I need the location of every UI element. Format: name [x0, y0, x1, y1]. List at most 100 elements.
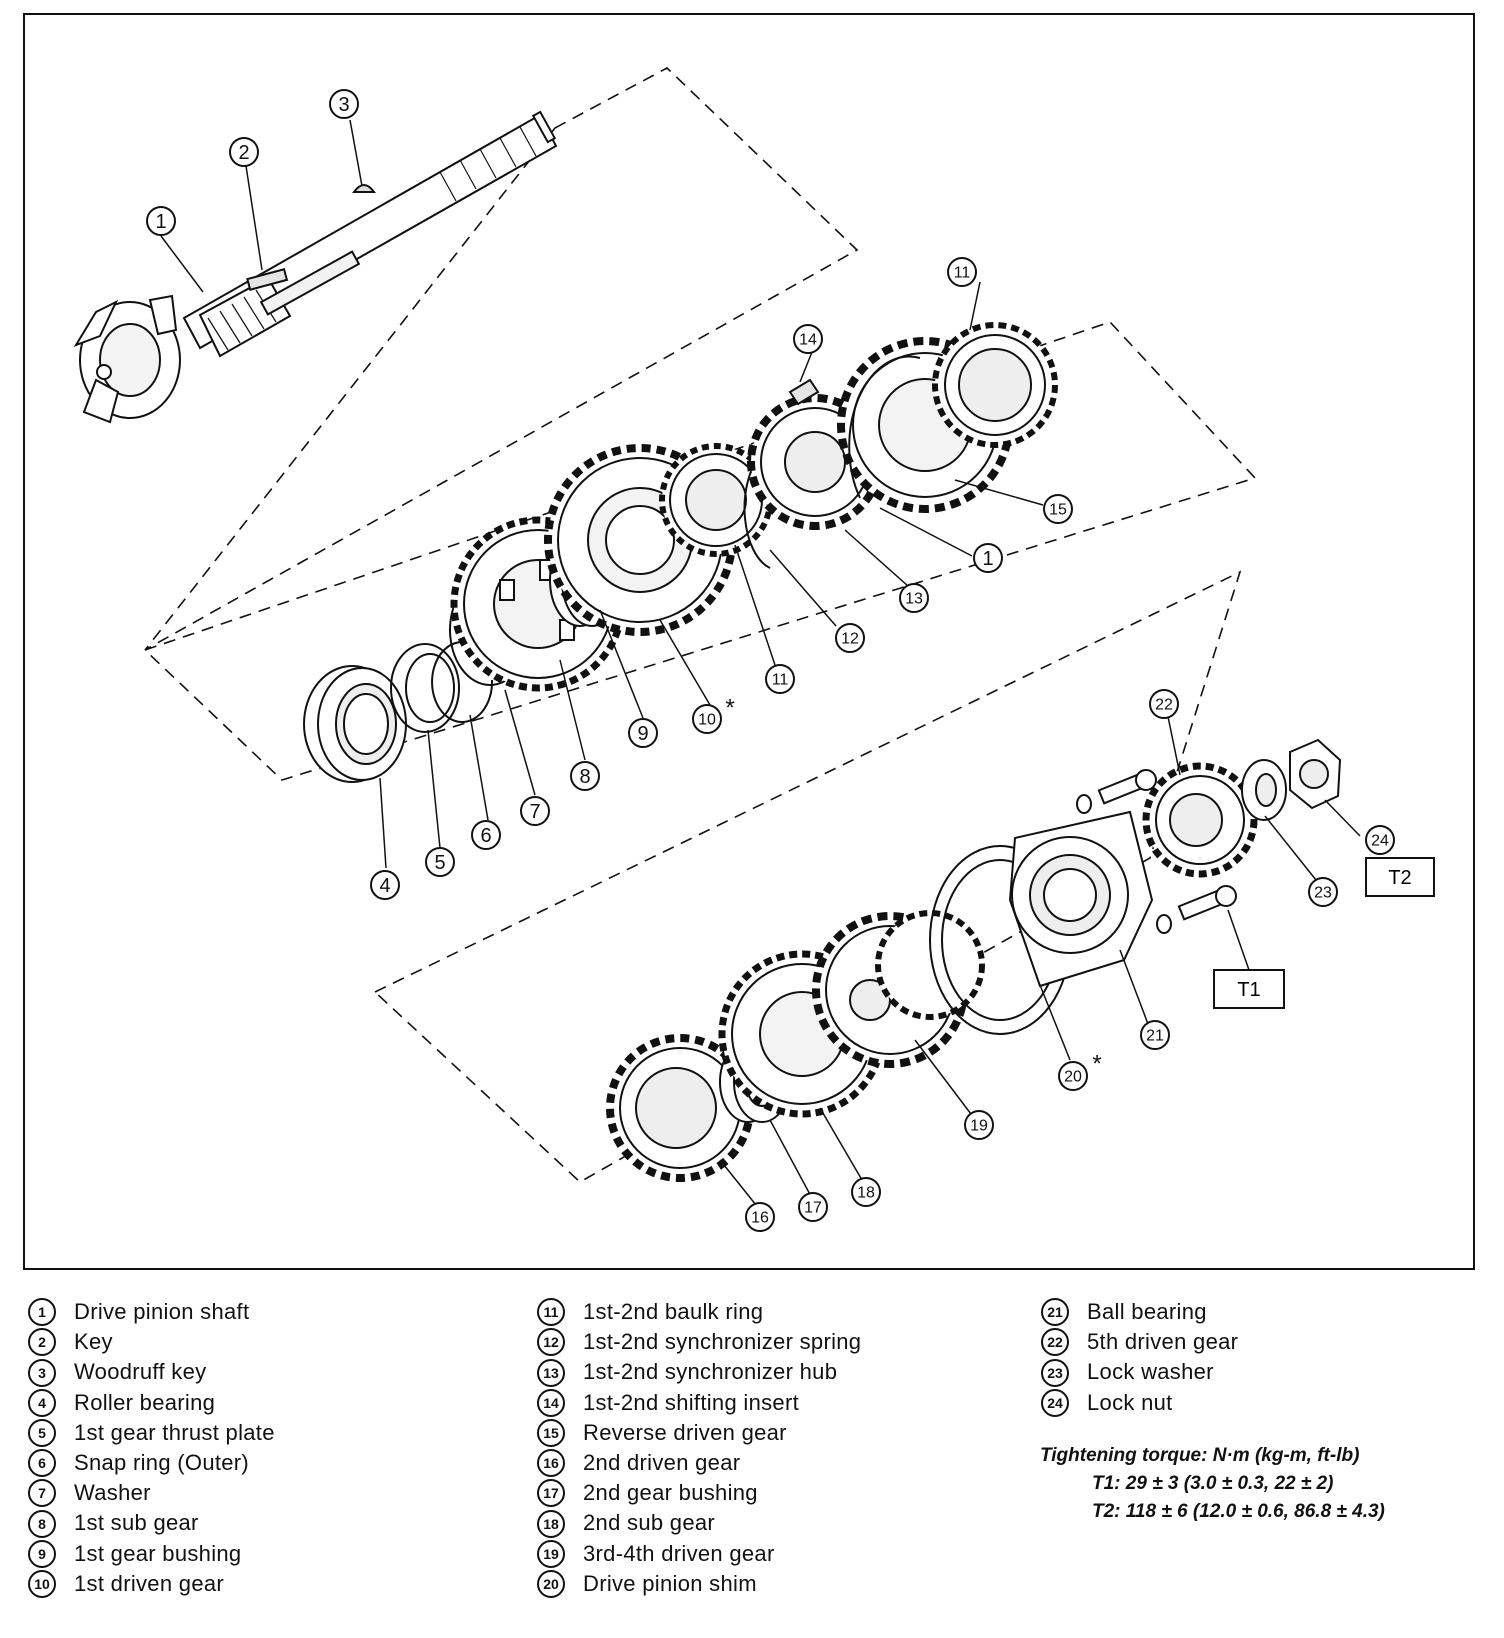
legend-item-number: 24	[1041, 1388, 1069, 1417]
svg-text:11: 11	[772, 672, 789, 689]
svg-text:13: 13	[905, 591, 923, 608]
woodruff-key-part	[352, 184, 376, 193]
shifting-insert-part	[788, 378, 820, 406]
driven-gear-2nd-part	[606, 1034, 754, 1182]
callout-3: 3	[329, 89, 359, 119]
svg-text:16: 16	[751, 1210, 769, 1227]
svg-text:18: 18	[857, 1185, 875, 1202]
legend-item-name: 3rd-4th driven gear	[583, 1540, 775, 1566]
legend-item-number: 2	[28, 1328, 56, 1357]
torque-box-t2: T2	[1365, 857, 1435, 897]
spring-ring-upper-part	[848, 355, 921, 499]
legend-item-name: 1st gear thrust plate	[74, 1419, 275, 1445]
torque-heading: Tightening torque: N·m (kg-m, ft-lb)	[1040, 1445, 1360, 1466]
callout-7: 7	[520, 796, 550, 826]
legend-item-number: 13	[537, 1358, 565, 1387]
legend-item-number: 6	[28, 1449, 56, 1478]
callout-17: 17	[798, 1192, 828, 1222]
svg-text:2: 2	[238, 142, 249, 164]
legend-item-name: 1st-2nd baulk ring	[583, 1299, 764, 1325]
callout-12: 12	[835, 623, 865, 653]
legend-item-number: 7	[28, 1479, 56, 1508]
legend-item-name: 2nd sub gear	[583, 1510, 716, 1536]
torque-t2: T2: 118 ± 6 (12.0 ± 0.6, 86.8 ± 4.3)	[1092, 1501, 1385, 1522]
legend-item-number: 14	[537, 1388, 565, 1417]
driven-gear-5th-part	[1142, 762, 1258, 878]
legend-item-name: 2nd gear bushing	[583, 1480, 758, 1506]
lock-nut-part	[1289, 738, 1342, 810]
legend-item: 7 Washer	[28, 1477, 275, 1508]
legend-item: 5 1st gear thrust plate	[28, 1417, 275, 1447]
t1-leader	[1227, 909, 1250, 971]
bolts-part	[1076, 769, 1237, 934]
callout-1: 1	[146, 206, 176, 236]
driven-gear-3rd-4th-part	[812, 910, 985, 1068]
callout-18: 18	[851, 1177, 881, 1207]
legend-item-name: Washer	[74, 1480, 151, 1506]
legend-item: 13 1st-2nd synchronizer hub	[537, 1356, 861, 1387]
legend-item-name: 1st-2nd shifting insert	[583, 1389, 800, 1415]
torque-t1: T1: 29 ± 3 (3.0 ± 0.3, 22 ± 2)	[1092, 1473, 1334, 1494]
callout-8: 8	[570, 761, 600, 791]
legend-item-name: 1st gear bushing	[74, 1540, 242, 1566]
legend-item-number: 10	[28, 1569, 56, 1598]
key-part	[246, 268, 289, 291]
svg-text:1: 1	[155, 211, 166, 233]
callout-13: 13	[899, 583, 929, 613]
svg-text:3: 3	[338, 94, 349, 116]
legend-item-number: 8	[28, 1509, 56, 1538]
thrust-plate-part	[390, 643, 460, 733]
legend-item-name: Ball bearing	[1087, 1299, 1207, 1325]
svg-text:23: 23	[1314, 885, 1332, 902]
callout-19: 19	[964, 1110, 994, 1140]
legend-item-name: 2nd driven gear	[583, 1450, 741, 1476]
pinion-gear-head	[73, 294, 181, 424]
legend-item-number: 5	[28, 1418, 56, 1447]
legend-item-number: 19	[537, 1539, 565, 1568]
callout-2: 2	[229, 137, 259, 167]
svg-text:17: 17	[804, 1200, 822, 1217]
callout-20: 20*	[1058, 1051, 1102, 1091]
roller-bearing-part	[303, 665, 407, 783]
callout-24: 24	[1365, 825, 1395, 855]
legend-item-name: 1st-2nd synchronizer hub	[583, 1359, 838, 1385]
legend-item-name: Roller bearing	[74, 1389, 216, 1415]
legend-item-name: Woodruff key	[74, 1359, 207, 1385]
svg-text:19: 19	[970, 1118, 988, 1135]
legend-item: 19 3rd-4th driven gear	[537, 1538, 861, 1568]
legend-item-number: 16	[537, 1449, 565, 1478]
svg-text:*: *	[1092, 1051, 1101, 1078]
svg-text:1: 1	[982, 548, 993, 570]
legend-item-name: Drive pinion shaft	[74, 1299, 250, 1325]
callout-5: 5	[425, 847, 455, 877]
legend-item-number: 20	[537, 1569, 565, 1598]
svg-text:12: 12	[841, 631, 859, 648]
exploded-drive-pinion-assembly: 1 2 3 11 14 15 1 13 12 11 10* 9 8 7 6 5 …	[23, 13, 1475, 1270]
legend-item-number: 11	[537, 1298, 565, 1327]
callout-6: 6	[471, 820, 501, 850]
callout-11-middle: 11	[765, 664, 795, 694]
legend-item-name: Reverse driven gear	[583, 1419, 787, 1445]
tightening-torque-notes: Tightening torque: N·m (kg-m, ft-lb) T1:…	[1040, 1442, 1385, 1526]
legend-item-number: 15	[537, 1418, 565, 1447]
callout-1-lower: 1	[973, 543, 1003, 573]
legend-item-name: Lock nut	[1087, 1389, 1173, 1415]
legend-item-name: Snap ring (Outer)	[74, 1450, 250, 1476]
svg-text:21: 21	[1146, 1028, 1164, 1045]
legend-item-name: Key	[74, 1329, 113, 1355]
svg-text:*: *	[725, 695, 734, 722]
svg-text:T2: T2	[1388, 867, 1411, 889]
callout-14: 14	[793, 324, 823, 354]
legend-item: 2 Key	[28, 1326, 275, 1357]
legend-item: 11 1st-2nd baulk ring	[537, 1296, 861, 1327]
